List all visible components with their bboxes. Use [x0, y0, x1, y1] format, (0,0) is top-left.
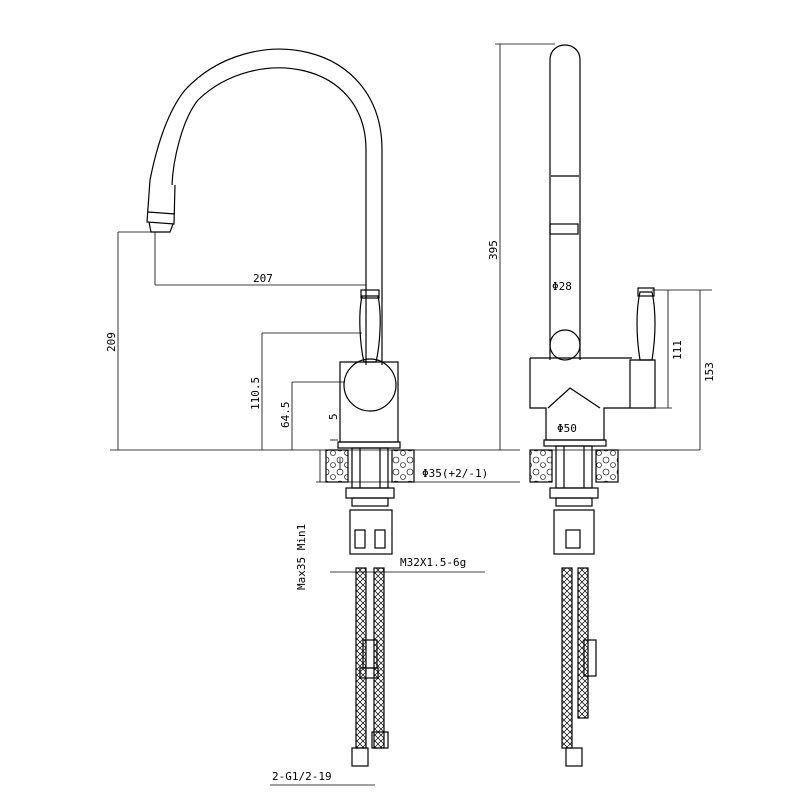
dim-spout-height: 209: [105, 332, 118, 352]
hose-connector-right: [371, 731, 389, 749]
front-view: [146, 48, 415, 767]
dim-spout-reach: 207: [253, 272, 273, 285]
dim-counter-thickness: Max35 Min1: [295, 524, 308, 590]
mounting-nut: [345, 487, 395, 499]
dim-total-height: 395: [487, 240, 500, 260]
spout-side: [549, 44, 581, 360]
spout-inner-curve: [171, 67, 367, 365]
dim-base-diameter: Φ50: [557, 422, 577, 435]
dim-hole-diameter: Φ35(+2/-1): [422, 467, 488, 480]
hose-hot: [373, 567, 385, 749]
dim-handle-height-left: 110.5: [249, 377, 262, 410]
hose-connector-left: [351, 747, 369, 767]
dim-body-height-left: 64.5: [279, 402, 292, 429]
countertop-left: [325, 449, 349, 483]
lever-handle: [359, 295, 381, 363]
fixing-block: [349, 509, 393, 555]
hose-cold: [355, 567, 367, 749]
dim-thread-spec: M32X1.5-6g: [400, 556, 466, 569]
side-view: [529, 44, 656, 767]
body-side: [529, 358, 656, 441]
spout-outer-curve: [149, 48, 383, 365]
dim-spout-diameter: Φ28: [552, 280, 572, 293]
spout-joint: [549, 329, 581, 361]
dim-base-height: 5: [327, 413, 340, 420]
countertop-right: [391, 449, 415, 483]
front-dimension-lines: [110, 231, 520, 786]
base-plate: [337, 441, 401, 449]
side-dimension-lines: [495, 43, 712, 451]
dim-lever-top-height: 153: [703, 362, 716, 382]
body-round: [343, 358, 397, 412]
body-recess: [547, 387, 601, 409]
base-plate-side: [543, 439, 607, 447]
dim-handle-height-right: 111: [671, 340, 684, 360]
dim-hose-connector: 2-G1/2-19: [272, 770, 332, 783]
lever-side: [636, 291, 656, 361]
spray-head: [146, 179, 176, 225]
